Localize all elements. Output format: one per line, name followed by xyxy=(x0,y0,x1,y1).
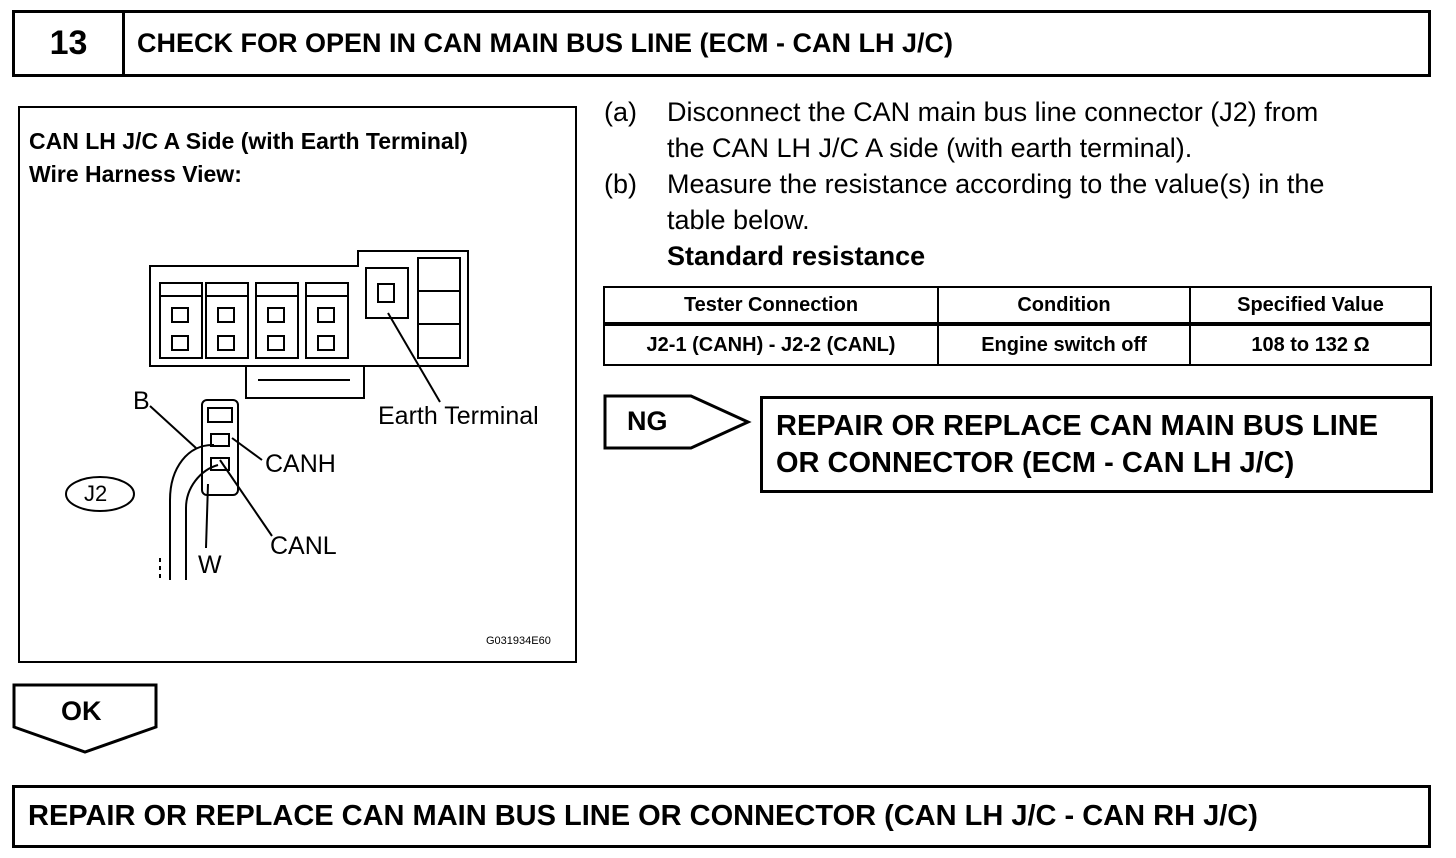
label-canl: CANL xyxy=(270,532,337,560)
figure-code: G031934E60 xyxy=(486,635,551,647)
table-cell: Engine switch off xyxy=(937,323,1191,366)
connector-figure: CAN LH J/C A Side (with Earth Terminal) … xyxy=(18,106,577,663)
label-canh: CANH xyxy=(265,450,336,478)
table-header: Specified Value xyxy=(1189,286,1432,326)
ng-result-line1: REPAIR OR REPLACE CAN MAIN BUS LINE xyxy=(776,410,1379,442)
figure-title-line2: Wire Harness View: xyxy=(29,161,242,187)
label-earth-terminal: Earth Terminal xyxy=(378,402,539,430)
ok-result-box: REPAIR OR REPLACE CAN MAIN BUS LINE OR C… xyxy=(12,785,1431,848)
table-cell: 108 to 132 Ω xyxy=(1189,323,1432,366)
harness-wire-w xyxy=(185,464,219,580)
standard-resistance-label: Standard resistance xyxy=(667,241,926,271)
ok-arrow xyxy=(12,683,158,754)
table-header: Condition xyxy=(937,286,1191,326)
connector-body xyxy=(149,250,469,367)
earth-terminal-cavity xyxy=(365,267,409,319)
table-row: J2-1 (CANH) - J2-2 (CANL) Engine switch … xyxy=(603,323,1432,366)
instruction-a-line2: the CAN LH J/C A side (with earth termin… xyxy=(667,133,1193,163)
step-number: 13 xyxy=(15,13,125,74)
ng-result-box: REPAIR OR REPLACE CAN MAIN BUS LINE OR C… xyxy=(760,396,1433,493)
connector-latch xyxy=(417,257,461,359)
instruction-a-line1: Disconnect the CAN main bus line connect… xyxy=(667,97,1319,127)
ng-arrow xyxy=(603,394,752,450)
table-cell: J2-1 (CANH) - J2-2 (CANL) xyxy=(603,323,939,366)
instruction-b-line1: Measure the resistance according to the … xyxy=(667,169,1325,199)
connector-diagram xyxy=(65,250,469,580)
ok-label: OK xyxy=(61,696,102,726)
harness-wire-b xyxy=(169,443,215,580)
instruction-b-line2: table below. xyxy=(667,205,810,235)
j2-callout xyxy=(65,476,135,512)
step-title: CHECK FOR OPEN IN CAN MAIN BUS LINE (ECM… xyxy=(137,28,953,58)
table-header: Tester Connection xyxy=(603,286,939,326)
table-header-row: Tester Connection Condition Specified Va… xyxy=(603,286,1432,326)
label-b: B xyxy=(133,387,150,415)
instruction-b-label: (b) xyxy=(604,169,637,199)
step-header: 13 CHECK FOR OPEN IN CAN MAIN BUS LINE (… xyxy=(12,10,1431,77)
connector-lower-tab xyxy=(245,365,365,399)
ng-label: NG xyxy=(627,406,668,436)
ng-result-line2: OR CONNECTOR (ECM - CAN LH J/C) xyxy=(776,447,1295,479)
terminal-cavities xyxy=(159,282,349,359)
figure-title-line1: CAN LH J/C A Side (with Earth Terminal) xyxy=(29,128,468,154)
instruction-a-label: (a) xyxy=(604,97,637,127)
j2-plug xyxy=(201,399,239,496)
figure-title: CAN LH J/C A Side (with Earth Terminal) … xyxy=(29,125,468,191)
label-w: W xyxy=(198,551,222,579)
spec-table: Tester Connection Condition Specified Va… xyxy=(603,286,1432,366)
label-j2: J2 xyxy=(84,481,108,506)
